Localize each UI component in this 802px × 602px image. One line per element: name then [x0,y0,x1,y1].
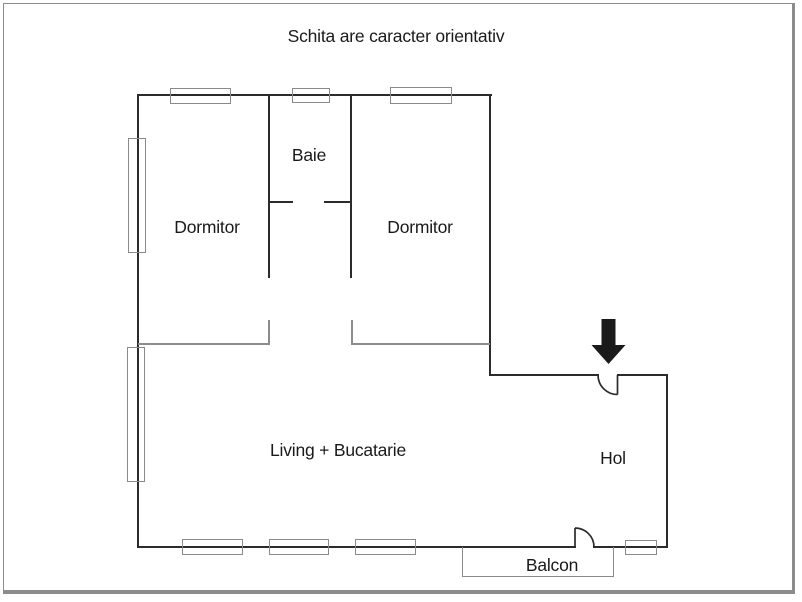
plan-title: Schita are caracter orientativ [287,26,505,46]
wall-baie-right [350,94,352,278]
window-left-living [127,347,145,482]
room-label-hol: Hol [600,448,626,468]
window-bottom-2 [269,539,329,555]
door-jamb-dormitor-right [351,320,353,345]
wall-bedroom-right [489,94,491,376]
wall-entrance-right [617,374,668,376]
room-label-living: Living + Bucatarie [270,440,406,460]
room-label-dormitor-left: Dormitor [174,217,240,237]
wall-top [137,94,492,96]
wall-bedrooms-bottom-right [351,343,490,345]
room-label-baie: Baie [291,145,327,165]
wall-baie-bottom-left [268,201,293,203]
wall-left [137,94,139,548]
window-left-dormitor [128,138,146,253]
wall-entrance-left [489,374,599,376]
wall-right [666,374,668,548]
wall-baie-bottom-right [324,201,352,203]
balcony-outline [462,547,614,577]
window-top-1 [170,88,231,104]
window-top-2 [390,87,452,104]
balcony-door-arc [574,527,595,548]
wall-bottom-right [593,546,668,548]
window-bottom-3 [355,539,416,555]
window-top-baie [292,88,330,103]
entrance-arrow-icon [591,319,626,364]
entrance-door-arc [597,374,619,396]
room-label-balcon: Balcon [525,555,579,575]
window-bottom-1 [182,539,243,555]
door-jamb-dormitor-left [268,320,270,345]
room-label-dormitor-right: Dormitor [387,217,453,237]
wall-baie-left [268,94,270,278]
wall-bottom-left [137,546,576,548]
window-hol [625,540,657,555]
wall-bedrooms-bottom-left [138,343,270,345]
